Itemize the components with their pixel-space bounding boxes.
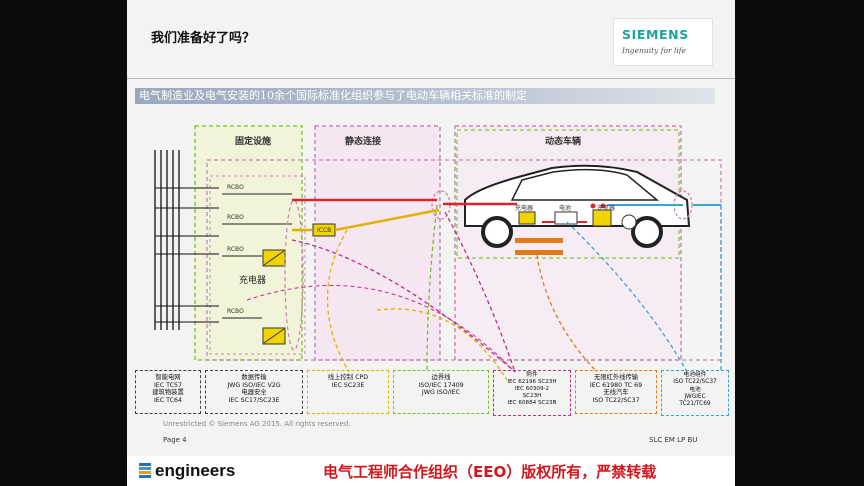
standard-name: 边界线 (431, 374, 451, 381)
slide-title: 我们准备好了吗？ (151, 31, 256, 46)
standard-line: ISO/IEC 17409 (418, 381, 464, 389)
rear-wheel (631, 216, 663, 248)
rcbo-label: RCBO (227, 246, 244, 253)
iccb-label: ICCB (317, 227, 332, 234)
title-divider (127, 78, 735, 79)
car-window (510, 168, 660, 201)
fixed-socket-ellipse (284, 199, 304, 351)
standard-name: 智能电网 (155, 374, 181, 381)
standard-line: ISO TC22/SC37 (673, 379, 717, 386)
yellow-cable-b (334, 208, 440, 232)
standard-line: 建筑物装置 (152, 389, 184, 396)
standard-box-cpd: 线上控制 CPD IEC SC23E (307, 370, 389, 414)
fixed-charger-label: 充电器 (239, 276, 267, 286)
standard-line: IEC 60884 SC23B (507, 400, 557, 406)
red-dot-icon-2 (600, 203, 606, 209)
zone-fixed-box (194, 125, 303, 361)
inverter-label: 逆变器 (597, 205, 616, 212)
standard-line: 电器安全 (241, 389, 267, 396)
link-accessory-3 (246, 284, 516, 373)
zone-static-label: 静态连接 (345, 137, 382, 147)
standard-line: IEC 62196 SC23H (507, 379, 557, 385)
logo-tagline: Ingenuity for life (622, 46, 686, 55)
footer-code: SLC EM LP BU (649, 436, 698, 444)
link-accessory-2 (444, 211, 516, 373)
zone-vehicle-label: 动态车辆 (545, 137, 582, 147)
standard-box-accessories: 附件 IEC 62196 SC23H IEC 60309-2 SC23H IEC… (493, 370, 571, 416)
ev-standards-diagram (154, 125, 722, 381)
copyright-notice: 电气工程师合作组织（EEO）版权所有，严禁转载 (323, 463, 657, 481)
footer-copyright: Unrestricted © Siemens AG 2015. All righ… (163, 420, 351, 428)
engineers-logo-icon (139, 463, 151, 478)
link-cpd-2 (326, 229, 350, 373)
feeder-lines (155, 187, 219, 323)
wireless-pad-car (515, 238, 563, 243)
wireless-pad-ground (515, 250, 563, 255)
standard-line: SC23H (522, 393, 542, 399)
standard-name: 线上控制 CPD (327, 374, 369, 381)
bottom-banner: engineers 电气工程师合作组织（EEO）版权所有，严禁转载 (127, 456, 735, 486)
standard-line: JWGIEC (684, 393, 706, 400)
standard-line: JWG ISO/IEC V2G (227, 381, 281, 389)
rcbo-branches (222, 193, 292, 319)
fixed-inner-box (209, 175, 306, 355)
siemens-logo: SIEMENS Ingenuity for life (613, 18, 713, 66)
standard-name: 数据传输 (241, 374, 267, 381)
standard-line: IEC TC64 (153, 396, 183, 404)
zone-fixed-label: 固定设施 (235, 137, 272, 147)
standard-line: IEC SC17/SC23E (228, 396, 280, 404)
standard-line: JWG ISO/IEC (421, 389, 461, 396)
standard-box-battery: 电池组件 ISO TC22/SC37 电池 JWGIEC TC21/TC69 (661, 370, 729, 416)
standard-box-data: 数据传输 JWG ISO/IEC V2G 电器安全 IEC SC17/SC23E (205, 370, 303, 414)
rcbo-label: RCBO (227, 308, 244, 315)
standard-box-wireless: 无限红外线传输 IEC 61980 TC 69 无线汽车 ISO TC22/SC… (575, 370, 657, 414)
page-number: Page 4 (163, 436, 187, 444)
motor-icon (621, 214, 637, 230)
vehicle-charger-icon (518, 211, 536, 225)
battery-icon (554, 211, 578, 225)
standard-line: TC21/TC69 (679, 401, 711, 408)
standard-line: IEC 61980 TC 69 (589, 381, 643, 389)
rcbo-label: RCBO (227, 184, 244, 191)
standard-line: IEC SC23E (331, 381, 365, 389)
rcbo-label: RCBO (227, 214, 244, 221)
link-accessory (291, 239, 516, 373)
standard-box-smart-grid: 智能电网 IEC TC57 建筑物装置 IEC TC64 (135, 370, 201, 414)
grid-busbars (154, 150, 180, 330)
standard-line: 电池 (689, 386, 701, 393)
link-boundary (426, 204, 438, 373)
standard-name: 附件 (526, 372, 538, 378)
standard-name: 无限红外线传输 (593, 374, 639, 381)
standard-line: IEC TC57 (153, 381, 183, 389)
standard-line: 无线汽车 (603, 389, 629, 396)
vehicle-charger-label: 充电器 (515, 205, 534, 212)
inverter-icon (592, 209, 612, 227)
red-dot-icon (590, 203, 596, 209)
standard-line: IEC 60309-2 (514, 386, 550, 392)
link-wireless (536, 254, 598, 373)
battery-label: 电池 (559, 205, 572, 212)
standard-name: 电池组件 (683, 372, 707, 378)
link-cpd (376, 308, 508, 381)
engineers-brand: engineers (155, 461, 236, 480)
standard-line: ISO TC22/SC37 (592, 396, 640, 404)
front-wheel (481, 216, 513, 248)
standard-box-boundary: 边界线 ISO/IEC 17409 JWG ISO/IEC (393, 370, 489, 414)
slide-subtitle: 电气制造业及电气安装的10余个国际标准化组织参与了电动车辆相关标准的制定 (135, 88, 715, 104)
presentation-slide: 我们准备好了吗？ SIEMENS Ingenuity for life 电气制造… (127, 0, 735, 456)
logo-name: SIEMENS (622, 27, 689, 42)
zone-static-box (314, 125, 441, 361)
